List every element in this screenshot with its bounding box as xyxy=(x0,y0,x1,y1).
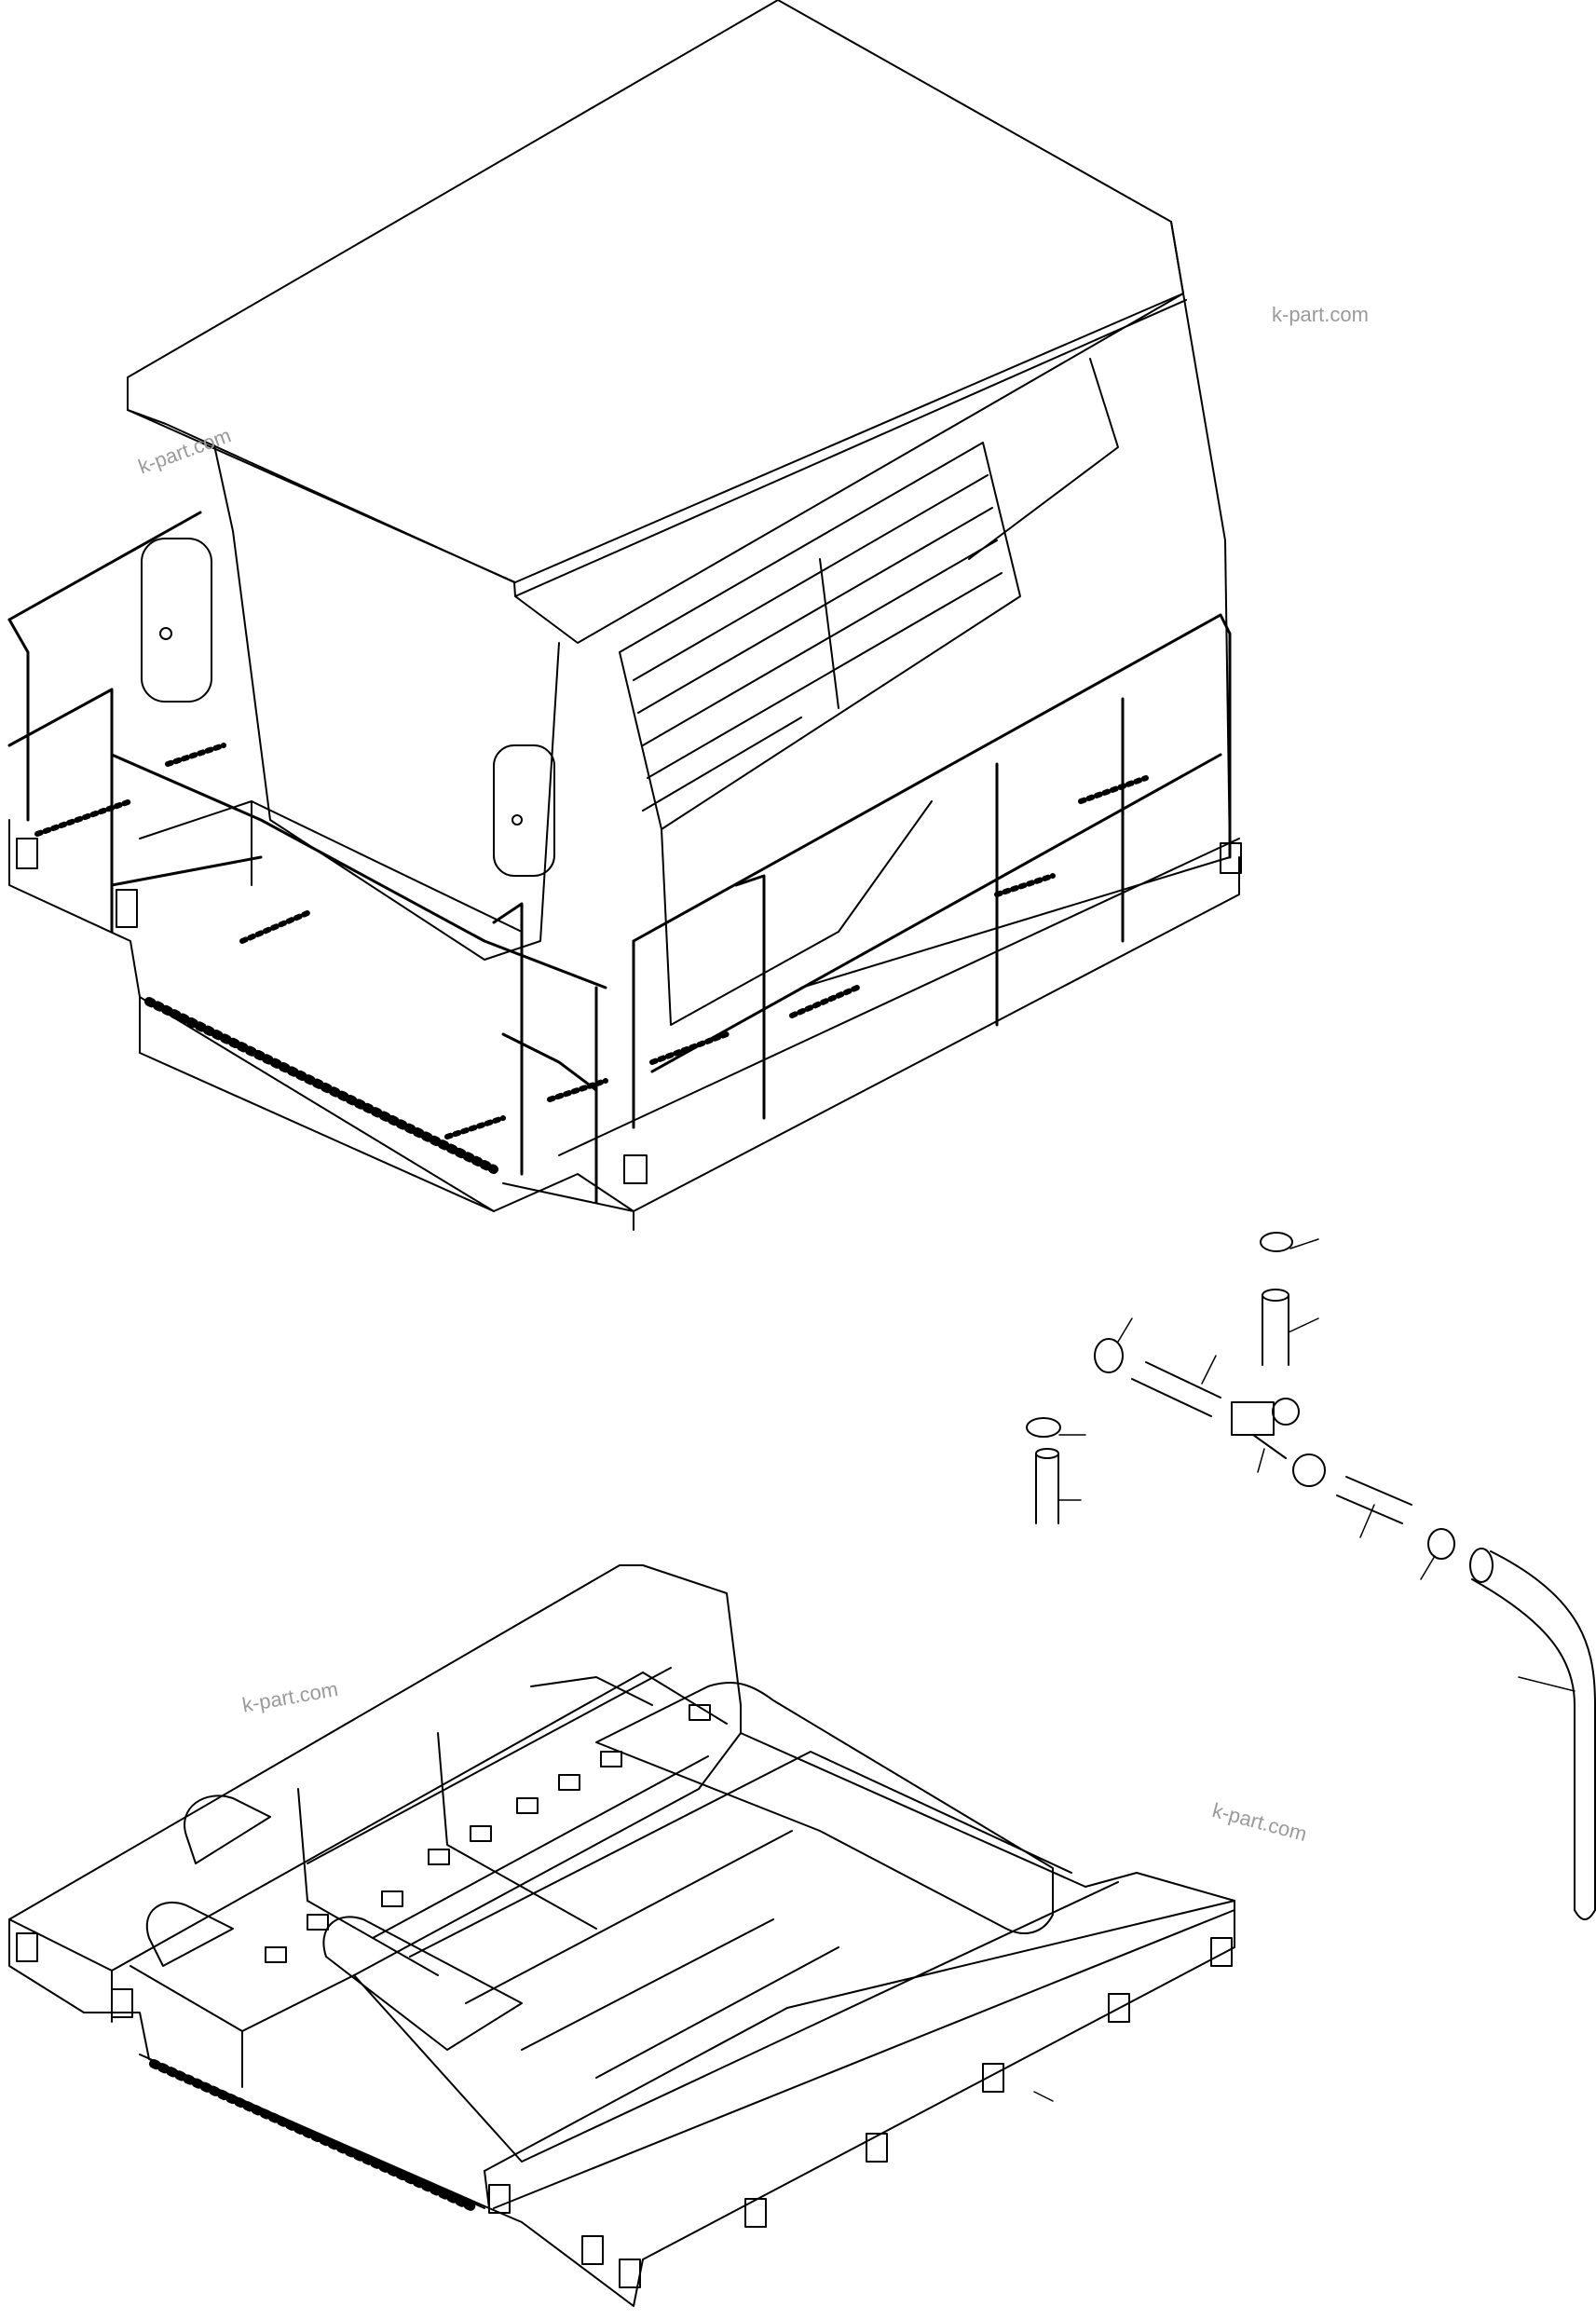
hose-short xyxy=(1036,1453,1058,1523)
left-mirror xyxy=(142,539,211,702)
cab-assembly xyxy=(9,0,1241,1230)
roof-edge xyxy=(128,293,1183,582)
hose-clamp xyxy=(1261,1233,1292,1251)
hose-connector xyxy=(1337,1477,1412,1523)
frame-cutout xyxy=(184,1795,270,1863)
hose-and-clamp-set xyxy=(1027,1233,1595,1919)
watermark: k-part.com xyxy=(1272,303,1369,326)
hose-long-bent xyxy=(1472,1551,1595,1910)
cab-base-platform xyxy=(9,745,1241,1230)
hose-clamp xyxy=(1428,1529,1454,1559)
cab-rear-wall xyxy=(801,293,1230,988)
louver-grille xyxy=(620,443,1020,1025)
frame-cutout xyxy=(147,1903,233,1966)
handrail-left xyxy=(9,512,606,988)
frame-cutout xyxy=(596,1683,1053,1933)
hose-clamp xyxy=(1095,1339,1123,1372)
hose-clamp xyxy=(1027,1418,1060,1437)
frame-cutout xyxy=(323,1917,522,2050)
handrail-front xyxy=(494,615,1230,1202)
frame-outline xyxy=(9,1565,1235,2306)
cab-left-wall xyxy=(214,445,559,960)
hose-vertical xyxy=(1262,1295,1289,1365)
hose-angled xyxy=(1132,1362,1221,1416)
right-mirror xyxy=(494,745,554,876)
floor-frame xyxy=(9,1565,1235,2306)
tee-fitting xyxy=(1232,1399,1325,1486)
leader-lines xyxy=(1058,1239,1575,1691)
cab-roof xyxy=(128,0,1183,643)
